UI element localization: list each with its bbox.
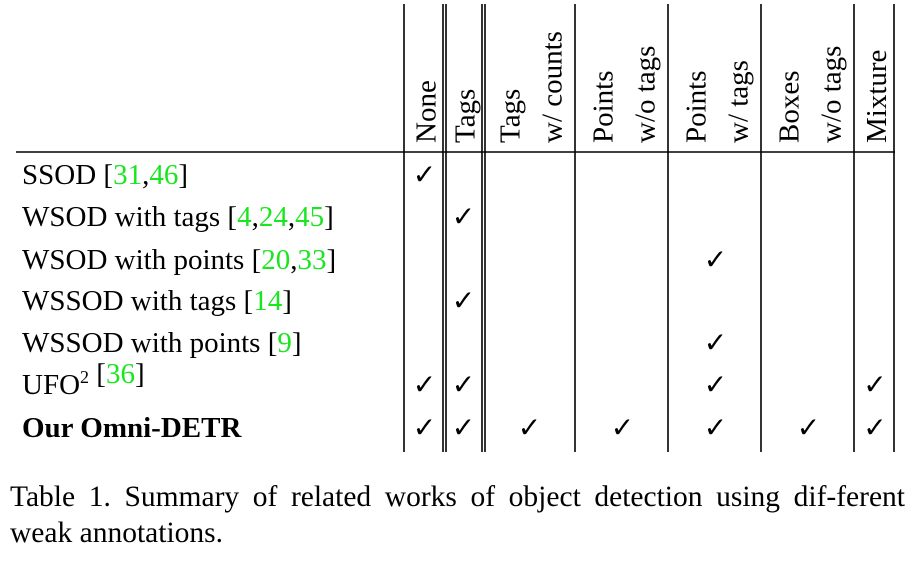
citation-link[interactable]: 20 [261, 244, 290, 276]
column-header-boxes-wo-tags: w/o tags [816, 46, 848, 143]
check-mark-icon: ✓ [518, 411, 541, 444]
caption-label: Table 1. [10, 481, 111, 513]
cite-bracket: ] [327, 244, 337, 276]
check-mark-icon: ✓ [452, 368, 475, 401]
row-method-name: UFO2 [36] [22, 358, 145, 401]
cite-bracket: [ [236, 285, 253, 317]
cite-bracket: [ [220, 201, 237, 233]
cite-separator: , [252, 201, 259, 233]
citation-link[interactable]: 36 [106, 358, 135, 390]
citation-link[interactable]: 45 [295, 201, 324, 233]
cite-bracket: ] [324, 201, 334, 233]
citation-link[interactable]: 14 [253, 285, 283, 317]
method-superscript: 2 [80, 367, 89, 387]
check-mark-icon: ✓ [704, 411, 727, 444]
table-row: WSSOD with points [9] ✓ [22, 326, 727, 359]
row-method-name: WSSOD with tags [14] [22, 285, 292, 317]
column-header-points-wo-tags: Points [588, 70, 620, 143]
check-mark-icon: ✓ [452, 200, 475, 233]
check-mark-icon: ✓ [452, 284, 475, 317]
check-mark-icon: ✓ [611, 411, 634, 444]
citation-link[interactable]: 31 [113, 159, 142, 191]
method-label: WSOD with points [22, 244, 244, 276]
cite-bracket: [ [96, 159, 113, 191]
row-method-name: Our Omni-DETR [22, 412, 242, 444]
check-mark-icon: ✓ [704, 326, 727, 359]
table-caption: Table 1. Summary of related works of obj… [10, 479, 905, 551]
column-header-boxes-wo-tags: Boxes [774, 71, 806, 144]
column-header-none: None [411, 80, 443, 143]
row-method-name: WSSOD with points [9] [22, 327, 302, 359]
check-mark-icon: ✓ [413, 368, 436, 401]
table-body: SSOD [31,46]✓WSOD with tags [4,24,45]✓WS… [22, 158, 887, 444]
row-method-name: WSOD with tags [4,24,45] [22, 201, 334, 233]
table-row: Our Omni-DETR ✓ ✓ ✓ ✓ ✓ ✓ ✓ [22, 411, 887, 444]
table-grid [16, 4, 895, 452]
cite-separator: , [288, 201, 295, 233]
method-label: UFO [22, 369, 80, 401]
row-method-name: WSOD with points [20,33] [22, 244, 336, 276]
table-row: UFO2 [36] ✓ ✓ ✓ ✓ [22, 358, 887, 401]
citation-link[interactable]: 46 [149, 159, 178, 191]
check-mark-icon: ✓ [797, 411, 820, 444]
cite-bracket: [ [89, 358, 106, 390]
column-header-tags: Tags [450, 89, 482, 143]
table-row: WSOD with points [20,33] ✓ [22, 243, 727, 276]
method-label: SSOD [22, 159, 96, 191]
check-mark-icon: ✓ [413, 411, 436, 444]
method-label: WSSOD with tags [22, 285, 236, 317]
column-header-points-w-tags: Points [681, 70, 713, 143]
cite-bracket: ] [292, 327, 302, 359]
check-mark-icon: ✓ [452, 411, 475, 444]
citation-link[interactable]: 33 [298, 244, 327, 276]
cite-bracket: ] [282, 285, 292, 317]
table-row: WSSOD with tags [14] ✓ [22, 284, 475, 317]
citation-link[interactable]: 9 [277, 327, 292, 359]
check-mark-icon: ✓ [863, 411, 886, 444]
cite-separator: , [290, 244, 297, 276]
table-row: WSOD with tags [4,24,45]✓ [22, 200, 475, 233]
cite-separator: , [142, 159, 149, 191]
check-mark-icon: ✓ [863, 368, 886, 401]
row-method-name: SSOD [31,46] [22, 159, 188, 191]
cite-bracket: [ [244, 244, 261, 276]
citation-link[interactable]: 4 [237, 201, 252, 233]
column-header-tags-counts: w/ counts [537, 31, 569, 143]
column-header-points-w-tags: w/ tags [723, 60, 755, 143]
method-label: WSOD with tags [22, 201, 220, 233]
column-header-mixture: Mixture [861, 50, 893, 143]
cite-bracket: [ [260, 327, 277, 359]
cite-bracket: ] [178, 159, 188, 191]
column-header-points-wo-tags: w/o tags [630, 46, 662, 143]
check-mark-icon: ✓ [413, 158, 436, 191]
column-header-tags-counts: Tags [495, 89, 527, 143]
citation-link[interactable]: 24 [259, 201, 289, 233]
method-label: WSSOD with points [22, 327, 260, 359]
check-mark-icon: ✓ [704, 243, 727, 276]
method-label: Our Omni-DETR [22, 412, 242, 444]
check-mark-icon: ✓ [704, 368, 727, 401]
cite-bracket: ] [135, 358, 145, 390]
caption-text: Summary of related works of object detec… [10, 481, 906, 549]
table-row: SSOD [31,46] ✓ [22, 158, 436, 191]
